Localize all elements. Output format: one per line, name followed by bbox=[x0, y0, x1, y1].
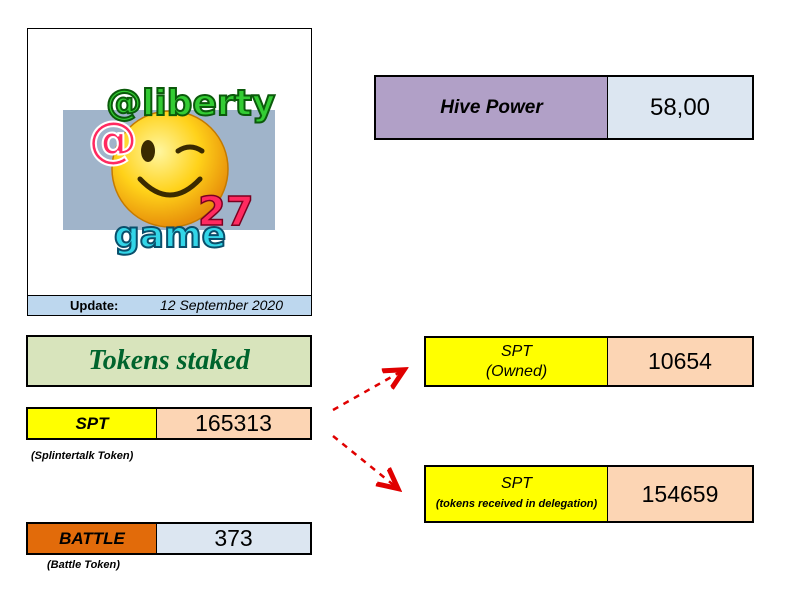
spt-row: SPT 165313 bbox=[26, 407, 312, 440]
battle-label: BATTLE bbox=[28, 524, 157, 553]
spt-delegation-value: 154659 bbox=[608, 467, 752, 521]
spt-delegation-row: SPT (tokens received in delegation) 1546… bbox=[424, 465, 754, 523]
tokens-staked-title: Tokens staked bbox=[26, 335, 312, 387]
spt-owned-title: SPT bbox=[500, 342, 533, 360]
liberty-game-logo: @ @liberty 27 game bbox=[63, 82, 276, 257]
spt-value: 165313 bbox=[157, 409, 310, 438]
spt-delegation-sub: (tokens received in delegation) bbox=[435, 498, 598, 510]
spt-owned-label: SPT (Owned) bbox=[426, 338, 608, 385]
logo-text-bottom: game bbox=[114, 215, 226, 256]
battle-row: BATTLE 373 bbox=[26, 522, 312, 555]
winking-smiley-icon bbox=[111, 110, 229, 228]
spt-owned-value: 10654 bbox=[608, 338, 752, 385]
spt-delegation-title: SPT bbox=[500, 475, 533, 492]
battle-value: 373 bbox=[157, 524, 310, 553]
hive-power-value: 58,00 bbox=[608, 77, 752, 138]
hive-power-row: Hive Power 58,00 bbox=[374, 75, 754, 140]
logo-panel: @ @liberty 27 game Update: 12 September … bbox=[27, 28, 312, 316]
spt-owned-sub: (Owned) bbox=[485, 362, 548, 380]
logo-text-top: @liberty bbox=[106, 83, 275, 124]
spt-delegation-label: SPT (tokens received in delegation) bbox=[426, 467, 608, 521]
logo-text-number: 27 bbox=[198, 189, 254, 235]
battle-caption: (Battle Token) bbox=[47, 559, 120, 571]
spt-caption: (Splintertalk Token) bbox=[31, 450, 134, 462]
spt-label: SPT bbox=[28, 409, 157, 438]
hive-power-label: Hive Power bbox=[376, 77, 608, 138]
update-label: Update: bbox=[70, 298, 119, 313]
arrow-to-owned-icon bbox=[332, 371, 402, 412]
logo-at-sign: @ bbox=[88, 111, 138, 169]
arrow-to-delegation-icon bbox=[332, 435, 396, 487]
update-date: 12 September 2020 bbox=[160, 297, 283, 313]
spt-owned-row: SPT (Owned) 10654 bbox=[424, 336, 754, 387]
update-bar: Update: 12 September 2020 bbox=[28, 295, 311, 315]
